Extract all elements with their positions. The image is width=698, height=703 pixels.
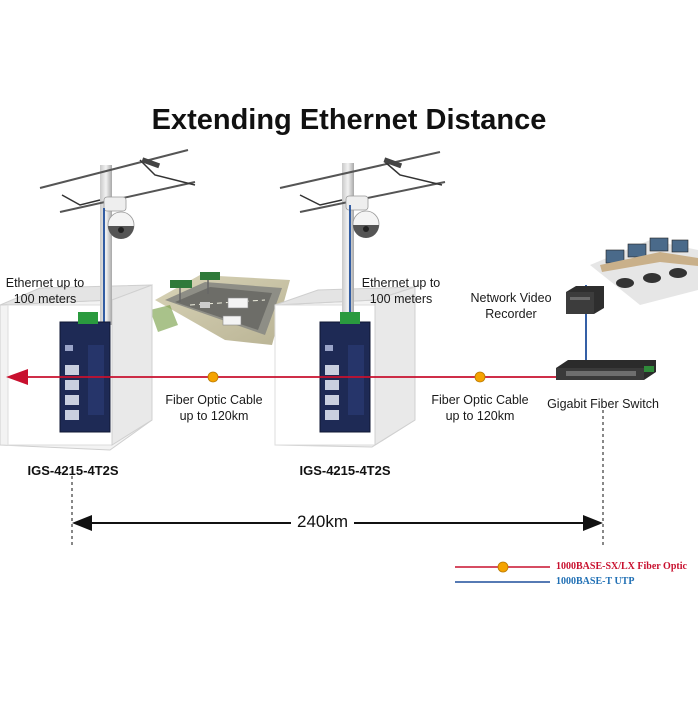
label-distance: 240km	[291, 512, 355, 532]
label-line: Fiber Optic Cable	[165, 393, 263, 407]
dimension-arrow-right-icon	[583, 515, 603, 531]
highway-illustration	[150, 272, 290, 345]
legend-connector-icon	[497, 561, 509, 573]
legend-fiber-label: 1000BASE-SX/LX Fiber Optic	[556, 561, 687, 572]
label-line: Network Video	[470, 291, 552, 305]
label-model-left: IGS-4215-4T2S	[27, 463, 119, 478]
label-line: Fiber Optic Cable	[431, 393, 529, 407]
label-gigabit-switch: Gigabit Fiber Switch	[547, 397, 659, 411]
industrial-switch-left	[59, 312, 111, 433]
legend-lines	[455, 561, 550, 583]
label-line: Ethernet up to	[5, 276, 85, 290]
page-title: Extending Ethernet Distance	[151, 104, 547, 136]
fiber-connector-icon	[474, 371, 486, 383]
label-model-mid: IGS-4215-4T2S	[299, 463, 391, 478]
label-line: 100 meters	[13, 292, 77, 306]
fiber-link	[6, 369, 556, 385]
fiber-connector-icon	[207, 371, 219, 383]
label-line: Recorder	[485, 307, 537, 321]
control-room-illustration	[590, 237, 698, 305]
industrial-switch-mid	[319, 312, 371, 433]
ptz-camera-mid	[345, 195, 380, 238]
label-line: Ethernet up to	[361, 276, 441, 290]
fiber-arrow-icon	[6, 369, 28, 385]
label-ethernet-left: Ethernet up to 100 meters	[0, 275, 90, 307]
label-fiber-right: Fiber Optic Cable up to 120km	[418, 392, 542, 424]
label-line: up to 120km	[445, 409, 515, 423]
legend-utp-label: 1000BASE-T UTP	[556, 576, 635, 587]
label-line: 100 meters	[369, 292, 433, 306]
label-fiber-left: Fiber Optic Cable up to 120km	[152, 392, 276, 424]
label-ethernet-mid: Ethernet up to 100 meters	[352, 275, 450, 307]
gigabit-fiber-switch	[556, 360, 656, 380]
network-video-recorder	[566, 286, 604, 314]
label-line: up to 120km	[179, 409, 249, 423]
label-nvr: Network Video Recorder	[462, 290, 560, 322]
dimension-arrow-left-icon	[72, 515, 92, 531]
ptz-camera-left	[103, 196, 135, 239]
